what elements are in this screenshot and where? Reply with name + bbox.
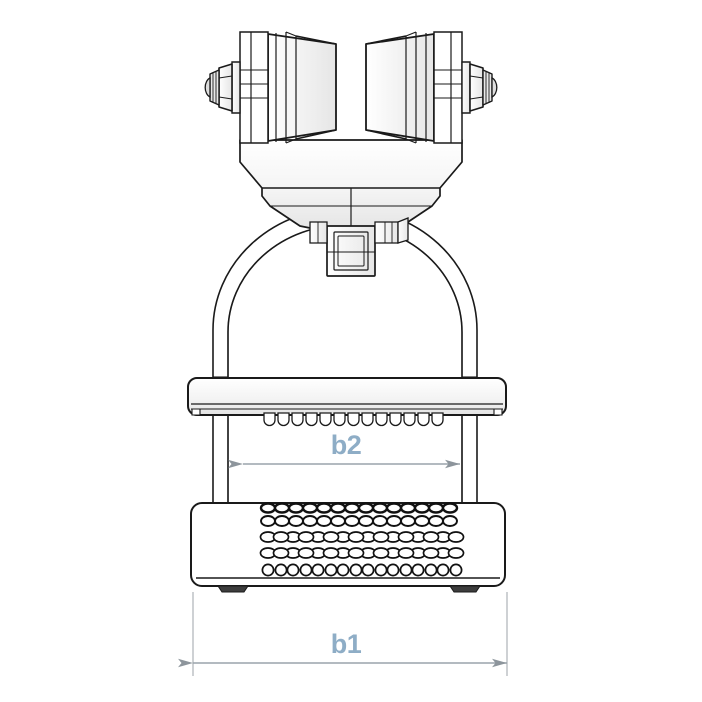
stem-collar [326, 225, 376, 277]
base-feet [217, 585, 481, 593]
hex-nut-right [461, 61, 498, 114]
jaw-pad-right [365, 31, 435, 144]
jaw-pad-left [267, 31, 337, 144]
hex-nut-left [204, 61, 241, 114]
top-plate [187, 377, 507, 416]
dimension-b1-label: b1 [331, 629, 362, 659]
jaw-bracket-left [239, 31, 269, 144]
stem-collar-lug-lines [317, 222, 393, 243]
dimension-b2: b2 [228, 430, 460, 469]
dimension-b1: b1 [178, 592, 508, 676]
dimension-b2-label: b2 [331, 430, 362, 460]
plate-teeth [263, 412, 444, 427]
stud-grid [259, 502, 465, 577]
jaw-bracket-right [433, 31, 463, 144]
